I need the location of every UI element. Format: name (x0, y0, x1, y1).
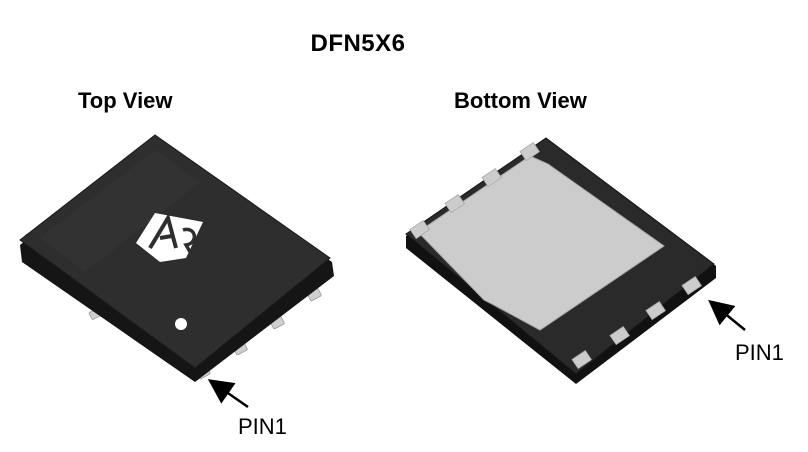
bottom-view-leads (409, 141, 702, 370)
bottom-pin1-label: PIN1 (735, 340, 784, 365)
top-view-package (19, 134, 334, 382)
top-pin1-arrow (207, 379, 249, 409)
top-pin1-label: PIN1 (238, 414, 287, 439)
manufacturer-logo (136, 212, 203, 263)
pin1-dot (175, 318, 187, 330)
exposed-thermal-pad (417, 155, 665, 331)
bottom-view-label: Bottom View (454, 88, 587, 113)
top-view-label: Top View (78, 88, 173, 113)
package-title: DFN5X6 (310, 30, 406, 57)
bottom-pin1-arrow (708, 299, 746, 331)
bottom-view-package (405, 137, 716, 384)
